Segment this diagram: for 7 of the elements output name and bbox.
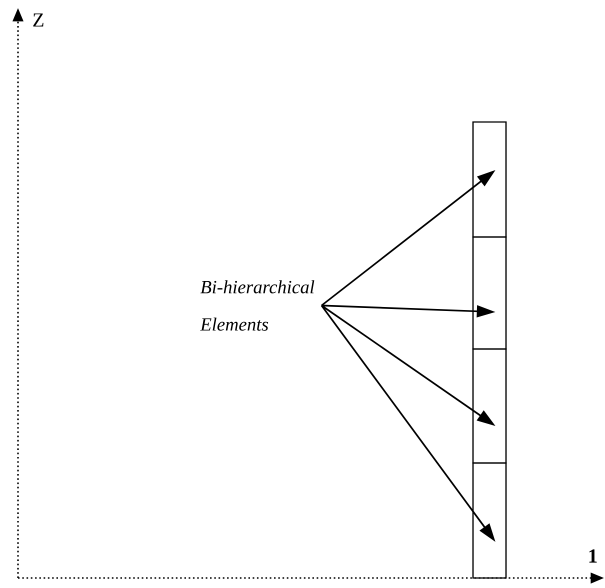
- cell-box: [472, 462, 507, 579]
- text-label: Bi-hierarchical Elements: [200, 280, 314, 331]
- cell-box: [472, 121, 507, 238]
- cell-box: [472, 236, 507, 350]
- cell-box: [472, 348, 507, 464]
- axis-label: 1: [589, 549, 597, 563]
- axis-label: Z: [33, 13, 44, 27]
